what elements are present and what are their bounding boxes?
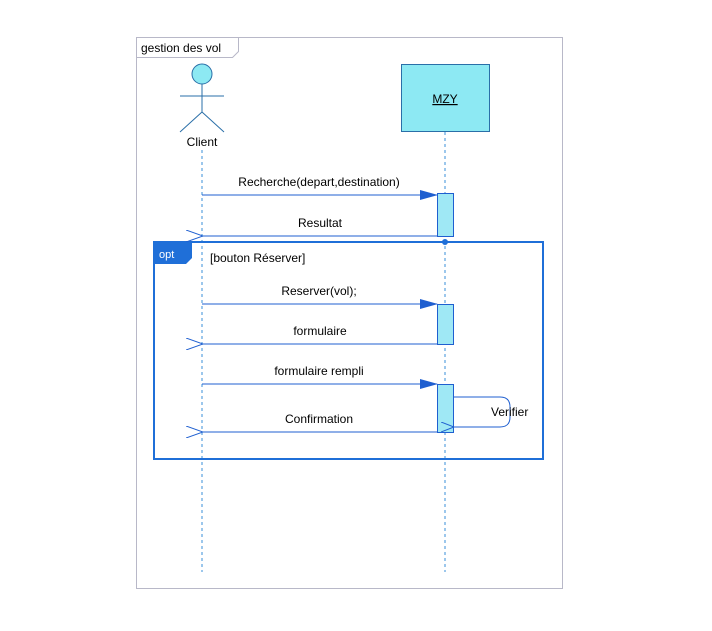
message-reserver: Reserver(vol); [202,284,438,309]
message-resultat: Resultat [203,216,437,236]
message-label: Confirmation [285,412,353,426]
opt-tab [154,242,192,264]
opt-operator: opt [159,249,174,261]
activation-bar-1 [437,193,454,237]
message-formulaire: formulaire [203,324,437,344]
opt-guard: [bouton Réserver] [210,251,305,265]
frame-title: gestion des vol [141,41,221,55]
actor-head [191,63,213,85]
opt-fragment: opt [bouton Réserver] [153,239,544,460]
message-confirmation: Confirmation [203,412,437,432]
message-formulaire-rempli: formulaire rempli [202,364,438,389]
object-mzy: MZY [401,64,490,132]
activation-bar-2 [437,304,454,345]
message-recherche: Recherche(depart,destination) [202,175,438,200]
activation-bar-3 [437,384,454,433]
message-label: Recherche(depart,destination) [238,175,399,189]
diagram-frame: gestion des vol [136,37,563,589]
message-label: formulaire rempli [274,364,363,378]
message-label: Resultat [298,216,343,230]
message-label: Verifier [491,405,528,419]
object-label: MZY [432,92,457,106]
message-verifier: Verifier [453,396,528,427]
actor-client: Client [179,63,225,149]
actor-label: Client [187,135,218,149]
message-label: formulaire [293,324,347,338]
message-label: Reserver(vol); [281,284,356,298]
fragment-anchor [442,239,448,245]
